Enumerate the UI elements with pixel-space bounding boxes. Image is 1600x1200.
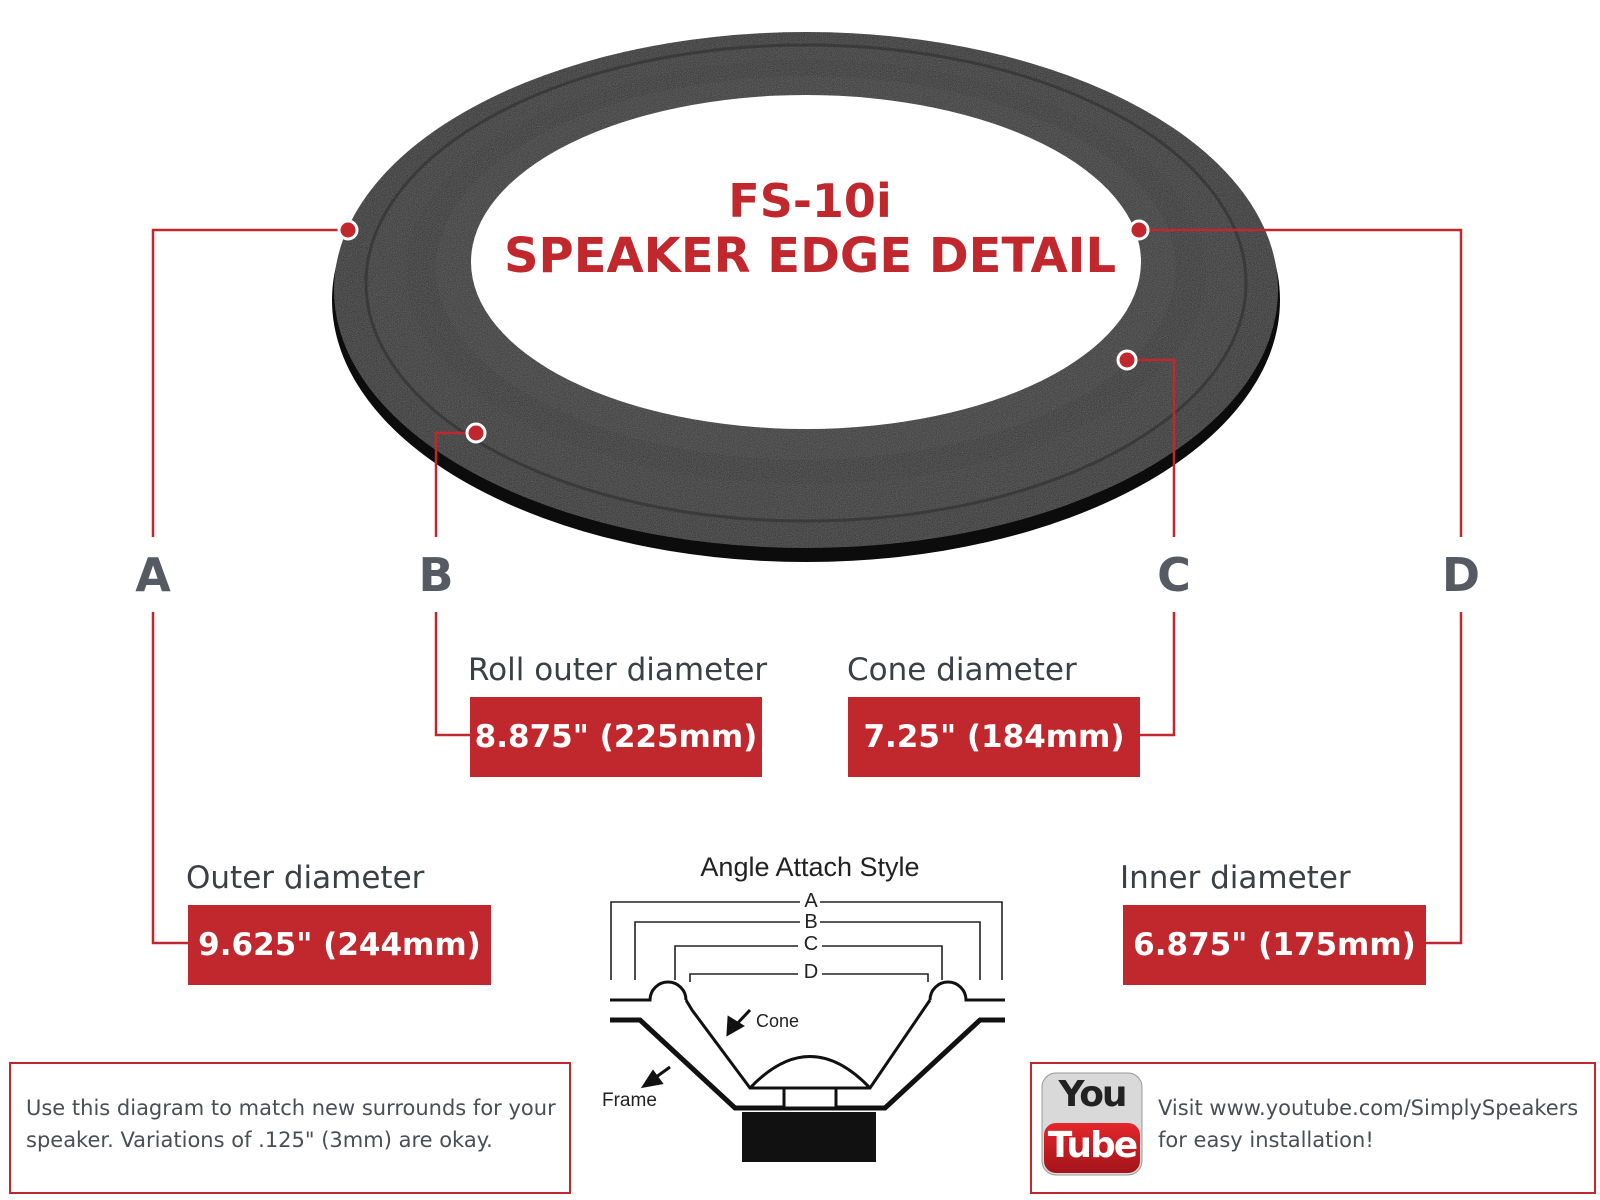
letter-b: B xyxy=(418,548,454,602)
leader-line-b xyxy=(434,431,476,537)
bracket-a-r xyxy=(820,901,1003,980)
page-title: SPEAKER EDGE DETAIL xyxy=(503,228,1117,284)
roll-outer-diameter-label: Roll outer diameter xyxy=(468,652,768,688)
magnet xyxy=(742,1112,876,1162)
leader-line-b-lower xyxy=(434,612,470,737)
inner-diameter-label: Inner diameter xyxy=(1120,860,1351,896)
bracket-a xyxy=(610,901,800,980)
cross-section-diagram xyxy=(610,901,1005,1162)
youtube-text-line-1[interactable]: Visit www.youtube.com/SimplySpeakers xyxy=(1158,1096,1579,1120)
cone-shape xyxy=(684,999,932,1090)
marker-dot-a xyxy=(337,219,359,241)
model-title: FS-10i xyxy=(728,174,892,228)
youtube-logo-you: You xyxy=(1058,1074,1127,1115)
youtube-text-line-2: for easy installation! xyxy=(1158,1128,1374,1152)
cone-diameter-label: Cone diameter xyxy=(847,652,1077,688)
leader-line-d xyxy=(1139,228,1463,537)
cross-section-letter-b: B xyxy=(804,911,818,933)
letter-a: A xyxy=(135,548,171,602)
leader-line-c-lower xyxy=(1140,612,1176,737)
leader-line-c xyxy=(1127,358,1176,537)
cone-diameter-value: 7.25" (184mm) xyxy=(848,697,1140,777)
leader-line-d-lower xyxy=(1425,612,1463,945)
leader-line-a-lower xyxy=(151,612,190,945)
frame-label: Frame xyxy=(602,1090,657,1111)
leader-line-a xyxy=(151,228,348,537)
youtube-logo-icon xyxy=(1041,1072,1143,1176)
bracket-d xyxy=(689,973,798,982)
youtube-logo-tube: Tube xyxy=(1047,1125,1138,1166)
bracket-b xyxy=(634,921,800,980)
surround-roll-left xyxy=(638,980,688,1002)
inner-diameter-value: 6.875" (175mm) xyxy=(1123,905,1426,985)
bracket-c-r xyxy=(822,945,943,980)
cross-section-title: Angle Attach Style xyxy=(700,852,920,882)
surround-roll-right xyxy=(928,980,1005,1002)
bracket-d-r xyxy=(822,973,929,982)
marker-dot-d xyxy=(1128,219,1150,241)
cross-section-letter-d: D xyxy=(803,961,819,983)
cross-section-letter-c: C xyxy=(803,933,819,955)
cone-shape-inner xyxy=(686,1002,930,1094)
bracket-b-r xyxy=(820,921,981,980)
usage-note-line-2: speaker. Variations of .125" (3mm) are o… xyxy=(26,1128,493,1152)
marker-dot-b xyxy=(465,422,487,444)
roll-outer-diameter-value: 8.875" (225mm) xyxy=(470,697,762,777)
cone-label: Cone xyxy=(756,1011,800,1031)
marker-dot-c xyxy=(1116,349,1138,371)
outer-diameter-label: Outer diameter xyxy=(186,860,425,896)
letter-c: C xyxy=(1157,548,1191,602)
cross-section-letter-a: A xyxy=(804,890,818,912)
letter-d: D xyxy=(1441,548,1481,602)
usage-note-line-1: Use this diagram to match new surrounds … xyxy=(26,1096,556,1120)
voice-coil xyxy=(782,1086,838,1110)
dust-cap xyxy=(748,1055,872,1090)
outer-diameter-value: 9.625" (244mm) xyxy=(188,905,491,985)
bracket-c xyxy=(674,945,798,980)
usage-note-box xyxy=(9,1062,571,1194)
